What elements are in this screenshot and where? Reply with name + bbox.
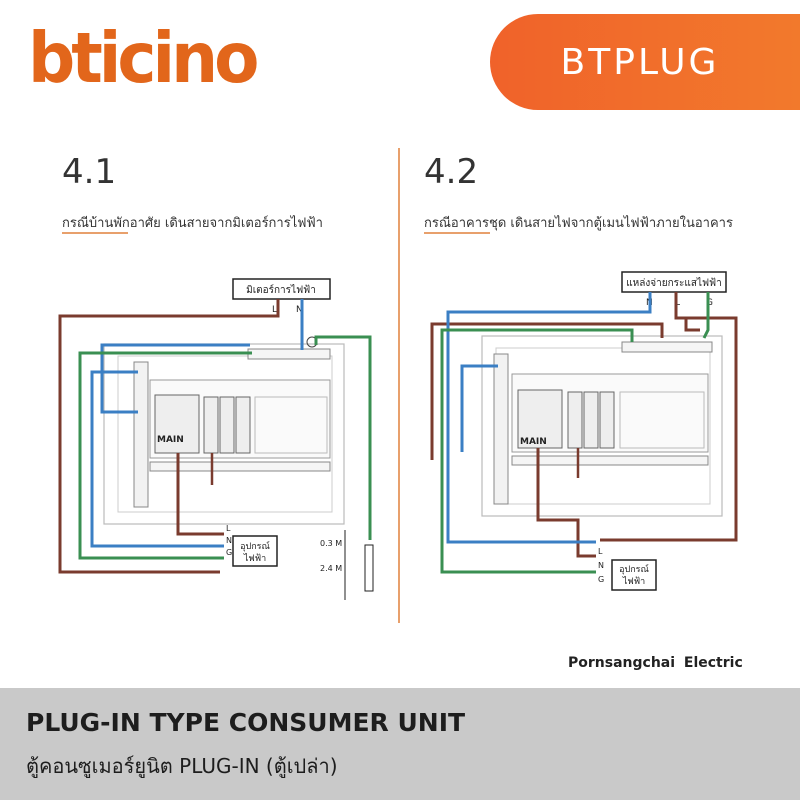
wire-load-ground-4-2 <box>440 328 634 574</box>
empty-slots-4-1 <box>254 396 328 454</box>
footer-bar: PLUG-IN TYPE CONSUMER UNIT ตู้คอนซูเมอร์… <box>0 688 800 800</box>
load-box-4-1 <box>232 535 278 567</box>
load-terminal-g-4-2: G <box>598 575 604 584</box>
wire-line-4-1 <box>58 299 280 574</box>
load-label-line2-4-2: ไฟฟ้า <box>622 576 645 587</box>
section-4-2-description: กรณีอาคารชุด เดินสายไฟจากตู้เมนไฟฟ้าภายใ… <box>424 216 733 231</box>
main-breaker-4-2 <box>517 389 563 449</box>
breaker-1-4-2 <box>567 391 583 449</box>
wire-load-line-4-1 <box>176 453 224 536</box>
load-terminal-n-4-1: N <box>226 536 232 545</box>
breaker-3-4-2 <box>599 391 615 449</box>
meter-box <box>232 278 331 300</box>
bticino-logo: bticino <box>28 18 259 99</box>
main-label-4-1: MAIN <box>157 435 184 445</box>
meter-terminal-n: N <box>296 305 303 315</box>
wire-load-line-4-2 <box>536 448 596 558</box>
supply-label: แหล่งจ่ายกระแสไฟฟ้า <box>626 277 722 289</box>
load-terminal-l-4-2: L <box>598 547 603 556</box>
enclosure-inner-4-1 <box>117 355 333 513</box>
wire-neutral-bus-4-2 <box>460 364 498 452</box>
section-4-1-description: กรณีบ้านพักอาศัย เดินสายจากมิเตอร์การไฟฟ… <box>62 216 323 231</box>
breaker-3-4-1 <box>235 396 251 454</box>
load-terminal-n-4-2: N <box>598 561 604 570</box>
btplug-badge: BTPLUG <box>490 14 800 110</box>
enclosure-4-2 <box>481 335 723 517</box>
load-terminal-l-4-1: L <box>226 524 231 533</box>
wiring-diagrams: มิเตอร์การไฟฟ้า L N MAIN อุปกรณ <box>58 271 738 600</box>
main-breaker-4-1 <box>154 394 200 454</box>
section-4-1-number: 4.1 <box>62 152 117 192</box>
terminal-strip-4-1 <box>133 361 149 508</box>
ground-rod-icon <box>364 544 374 592</box>
section-divider <box>398 148 400 623</box>
busbar-top-4-1 <box>247 348 331 360</box>
wire-neutral-bus-4-1 <box>100 343 250 414</box>
section-4-1-underline <box>62 232 128 234</box>
load-label-line2-4-1: ไฟฟ้า <box>243 553 266 564</box>
diagram-4-2: แหล่งจ่ายกระแสไฟฟ้า N L G MAIN อุปกรณ์ ไ… <box>430 271 738 591</box>
ground-depth-label: 0.3 M <box>320 539 342 548</box>
load-label-line1-4-1: อุปกรณ์ <box>240 540 270 552</box>
wire-line-supply-4-2 <box>430 322 664 460</box>
load-label-line1-4-2: อุปกรณ์ <box>619 563 649 575</box>
wire-ground-rod-4-1 <box>314 335 372 540</box>
busbar-bottom-4-1 <box>149 461 331 472</box>
btplug-badge-text: BTPLUG <box>560 41 720 83</box>
section-4-2-underline <box>424 232 490 234</box>
busbar-bottom-4-2 <box>511 455 709 466</box>
breaker-2-4-1 <box>219 396 235 454</box>
meter-terminal-l: L <box>272 305 277 315</box>
load-terminal-g-4-1: G <box>226 548 232 557</box>
wire-neutral-4-2 <box>446 292 652 544</box>
ground-rod-label: 2.4 M <box>320 564 342 573</box>
footer-title: PLUG-IN TYPE CONSUMER UNIT <box>26 708 466 737</box>
section-4-2-number: 4.2 <box>424 152 479 192</box>
empty-slots-4-2 <box>619 391 705 449</box>
diagram-4-1: มิเตอร์การไฟฟ้า L N MAIN อุปกรณ <box>58 278 374 600</box>
wire-load-neutral-4-1 <box>90 370 224 548</box>
breaker-2-4-2 <box>583 391 599 449</box>
load-box-4-2 <box>611 559 657 591</box>
supply-box <box>621 271 727 293</box>
footer-subtitle: ตู้คอนซูเมอร์ยูนิต PLUG-IN (ตู้เปล่า) <box>26 754 338 778</box>
main-label-4-2: MAIN <box>520 437 547 447</box>
meter-label: มิเตอร์การไฟฟ้า <box>246 284 316 296</box>
supply-terminal-l: L <box>675 298 680 308</box>
wire-ground-in-4-2 <box>702 292 710 339</box>
busbar-top-4-2 <box>621 341 713 353</box>
wire-line-4-2 <box>600 292 738 542</box>
wire-line-jumper-4-2 <box>684 318 700 332</box>
credit-text: Pornsangchai Electric <box>568 655 743 671</box>
breaker-1-4-1 <box>203 396 219 454</box>
wire-load-ground-4-1 <box>78 351 252 560</box>
terminal-strip-4-2 <box>493 353 509 505</box>
